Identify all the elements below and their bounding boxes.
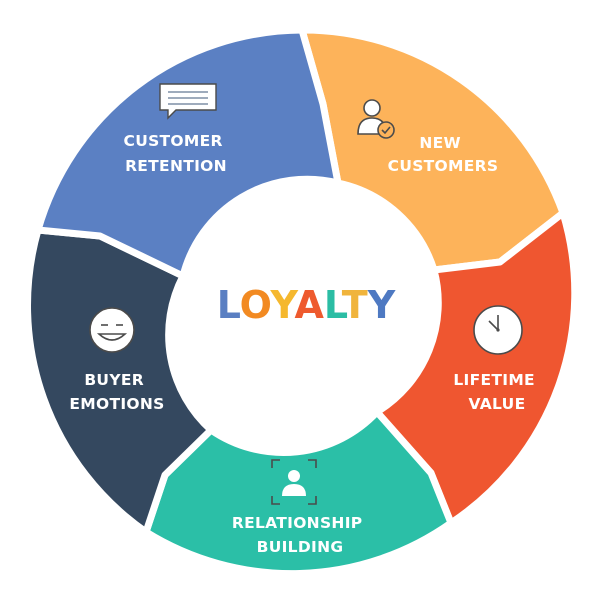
new-customer-check-icon	[357, 99, 395, 139]
clock-icon	[473, 305, 523, 355]
segment-label-new-customers: NEW CUSTOMERS	[388, 134, 499, 175]
center-title-letter: L	[217, 283, 241, 327]
segment-label-relationship-building: RELATIONSHIP BUILDING	[232, 514, 368, 556]
center-title-letter: Y	[367, 283, 396, 327]
center-title-letter: T	[342, 283, 368, 327]
segment-label-buyer-emotions: BUYER EMOTIONS	[69, 371, 164, 413]
segment-customer-retention	[34, 26, 342, 280]
person-focus-icon	[271, 459, 317, 505]
smiley-face-icon	[89, 307, 135, 353]
segment-label-lifetime-value: LIFETIME VALUE	[453, 371, 540, 413]
chat-bubble-icon	[159, 83, 217, 120]
segment-buyer-emotions	[24, 226, 215, 536]
segment-new-customers	[298, 26, 567, 274]
center-title: LOYALTY	[217, 283, 396, 327]
center-title-letter: A	[294, 283, 324, 327]
segment-label-customer-retention: CUSTOMER RETENTION	[124, 132, 229, 175]
segment-lifetime-value	[373, 209, 579, 527]
center-title-letter: O	[240, 283, 271, 327]
center-title-letter: Y	[270, 283, 299, 327]
center-circle	[181, 181, 431, 431]
